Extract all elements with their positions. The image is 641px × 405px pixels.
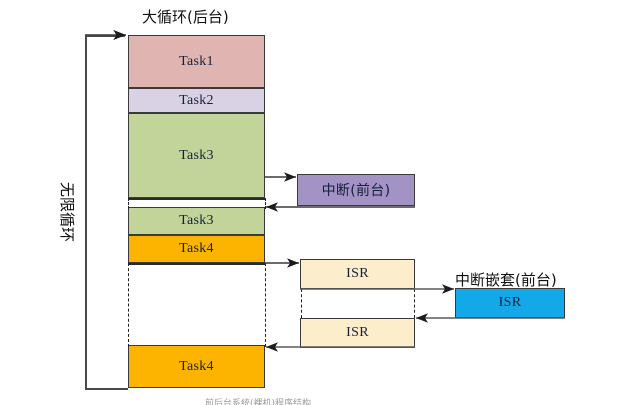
task-block-task2: Task2 [128,88,265,113]
isr-block-resumed: ISR [300,318,415,348]
isr-gap-dash-right [414,289,415,318]
loop-bracket-top [85,35,125,37]
task-block-task4-first: Task4 [128,235,265,263]
task-block-task3-first: Task3 [128,113,265,198]
task-block-task3-resumed: Task3 [128,207,265,235]
task-block-task1: Task1 [128,35,265,88]
infinite-loop-label: 无限循环 [58,182,76,243]
suspend-gap2-dash-right [265,263,266,347]
nested-interrupt-title: 中断嵌套(前台) [455,271,557,289]
background-loop-title: 大循环(后台) [142,8,229,26]
suspend-gap1-dash-left [128,198,129,209]
task-block-task4-resumed: Task4 [128,345,265,388]
suspend-gap2-top-edge [128,263,265,265]
loop-bracket-vertical [85,35,87,388]
suspend-gap1-top-edge [128,198,265,200]
isr-block-first: ISR [300,259,415,289]
isr-gap-dash-left [301,289,302,318]
bottom-caption: 前后台系统(裸机)程序结构 [205,399,312,405]
suspend-gap2-dash-left [128,263,129,347]
suspend-gap1-dash-right [265,198,266,209]
interrupt-block: 中断(前台) [297,174,415,206]
loop-bracket-bottom [85,388,128,390]
nested-isr-block: ISR [455,288,565,318]
